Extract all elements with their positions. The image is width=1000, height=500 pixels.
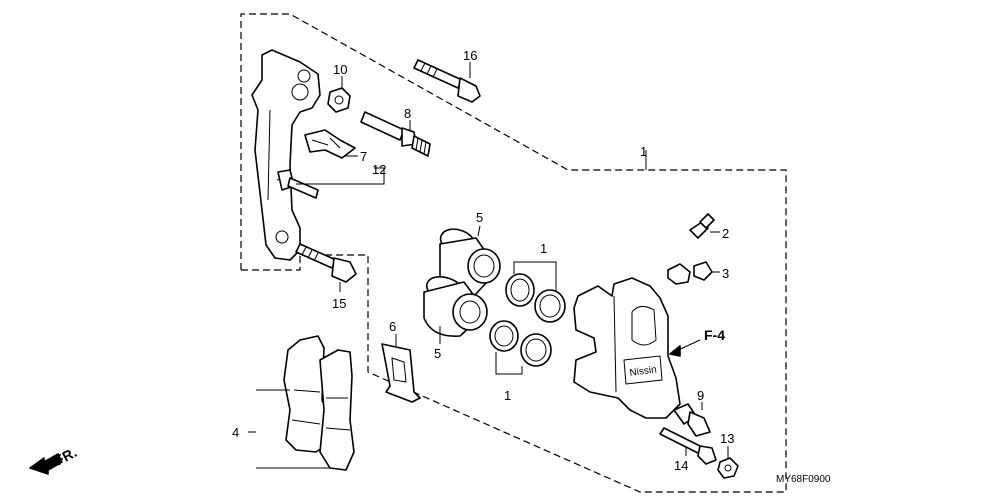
- caliper-brand-mark: Nissin: [629, 364, 658, 379]
- callout-6: 6: [389, 319, 396, 334]
- callout-12: 12: [372, 162, 386, 177]
- diagram-code: MY68F0900: [776, 474, 831, 485]
- piston-5-lower: [423, 276, 488, 337]
- callout-8: 8: [404, 106, 411, 121]
- callout-15: 15: [332, 296, 346, 311]
- leader-1-seals-bottom: [495, 352, 523, 375]
- caliper-body: Nissin: [573, 277, 681, 419]
- callout-13: 13: [720, 431, 734, 446]
- nut-10: [327, 87, 351, 113]
- callout-9: 9: [697, 388, 704, 403]
- pad-retainer-6: [381, 343, 421, 403]
- callout-14: 14: [674, 458, 688, 473]
- leader-4: [248, 389, 330, 469]
- pin-12: [277, 169, 319, 199]
- assembly-boundary: [240, 13, 787, 493]
- brake-pads-4: [283, 335, 355, 471]
- bolt-15: [295, 243, 357, 283]
- pin-9: [673, 403, 711, 437]
- bolt-14: [659, 427, 717, 465]
- front-direction-indicator: FR.: [29, 444, 79, 475]
- callout-16: 16: [463, 48, 477, 63]
- callout-1-seals-top: 1: [540, 241, 547, 256]
- bleeder-cap-3: [667, 261, 713, 285]
- callout-2: 2: [722, 226, 729, 241]
- callout-1-assembly: 1: [640, 144, 647, 159]
- pad-spring-7: [304, 129, 356, 159]
- piston-seals-1: [489, 273, 566, 367]
- callout-5-upper: 5: [476, 210, 483, 225]
- leader-5-upper: [477, 225, 481, 237]
- callout-5-lower: 5: [434, 346, 441, 361]
- callout-10: 10: [333, 62, 347, 77]
- callout-4: 4: [232, 425, 239, 440]
- bleeder-valve-2: [689, 213, 715, 239]
- callout-1-seals-bottom: 1: [504, 388, 511, 403]
- leader-12: [296, 167, 385, 185]
- bolt-16: [413, 59, 481, 103]
- reference-label: F-4: [704, 327, 725, 343]
- callout-3: 3: [722, 266, 729, 281]
- pin-bolt-8: [360, 111, 431, 157]
- nut-13: [717, 457, 739, 479]
- reference-arrowhead: [669, 345, 681, 357]
- leader-1-seals-top: [513, 261, 557, 292]
- callout-7: 7: [360, 149, 367, 164]
- caliper-bracket: [251, 49, 321, 261]
